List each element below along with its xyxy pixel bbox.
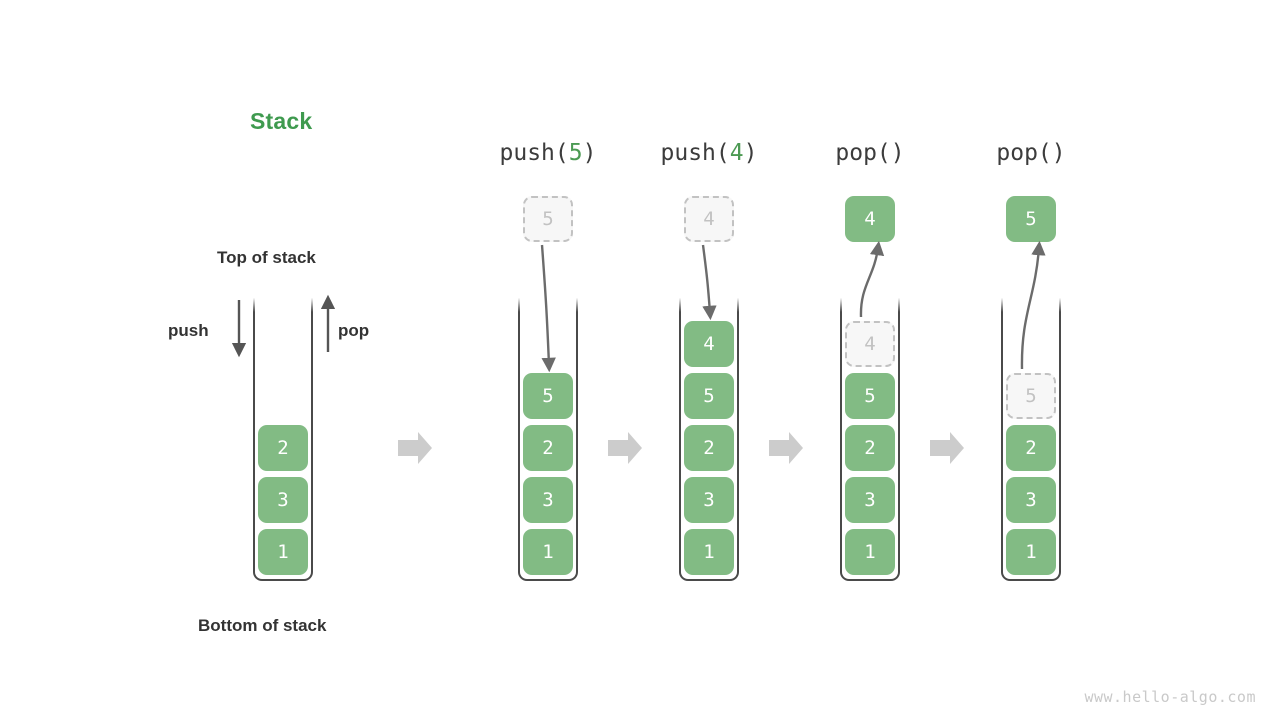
op-name: pop(	[835, 140, 891, 166]
stack-container	[1001, 298, 1061, 581]
stack-cell: 3	[1006, 477, 1056, 523]
op-argument: 5	[568, 140, 583, 166]
stack-cell: 2	[1006, 425, 1056, 471]
operation-header-after-push-5: push(5)	[448, 140, 648, 166]
stack-cell: 4	[845, 321, 895, 367]
stack-cell: 1	[523, 529, 573, 575]
op-paren-close: )	[582, 140, 597, 166]
bottom-of-stack-label: Bottom of stack	[198, 616, 327, 635]
watermark: www.hello-algo.com	[1084, 688, 1256, 706]
operation-header-after-pop-4: pop()	[770, 140, 970, 166]
stack-container	[840, 298, 900, 581]
stack-cell: 2	[258, 425, 308, 471]
stack-cell: 5	[684, 373, 734, 419]
op-paren-close: )	[743, 140, 758, 166]
floating-element-incoming: 5	[523, 196, 573, 242]
stack-cell: 5	[845, 373, 895, 419]
operation-header-after-push-4: push(4)	[609, 140, 809, 166]
stack-container	[253, 298, 313, 581]
stack-cell: 1	[258, 529, 308, 575]
stack-cell: 3	[845, 477, 895, 523]
op-name: push(	[660, 140, 730, 166]
op-name: pop(	[996, 140, 1052, 166]
floating-element-outgoing: 4	[845, 196, 895, 242]
flow-arrow-3	[769, 432, 803, 464]
stack-cell: 5	[1006, 373, 1056, 419]
floating-element-outgoing: 5	[1006, 196, 1056, 242]
op-argument: 4	[729, 140, 744, 166]
pop-label: pop	[338, 321, 370, 340]
stack-cell: 3	[523, 477, 573, 523]
flow-arrow-4	[930, 432, 964, 464]
flow-arrow-2	[608, 432, 642, 464]
stack-cell: 4	[684, 321, 734, 367]
stack-cell: 1	[1006, 529, 1056, 575]
stack-cell: 5	[523, 373, 573, 419]
stack-cell: 2	[845, 425, 895, 471]
op-paren-close: )	[890, 140, 905, 166]
stack-container	[518, 298, 578, 581]
op-paren-close: )	[1051, 140, 1066, 166]
stack-cell: 3	[684, 477, 734, 523]
floating-element-incoming: 4	[684, 196, 734, 242]
stack-cell: 2	[523, 425, 573, 471]
top-of-stack-label: Top of stack	[217, 248, 316, 267]
stack-container	[679, 298, 739, 581]
stack-cell: 2	[684, 425, 734, 471]
page-title: Stack	[250, 108, 313, 134]
stack-cell: 3	[258, 477, 308, 523]
op-name: push(	[499, 140, 569, 166]
flow-arrow-1	[398, 432, 432, 464]
stack-cell: 1	[684, 529, 734, 575]
operation-header-after-pop-5: pop()	[931, 140, 1131, 166]
stack-cell: 1	[845, 529, 895, 575]
push-label: push	[168, 321, 209, 340]
